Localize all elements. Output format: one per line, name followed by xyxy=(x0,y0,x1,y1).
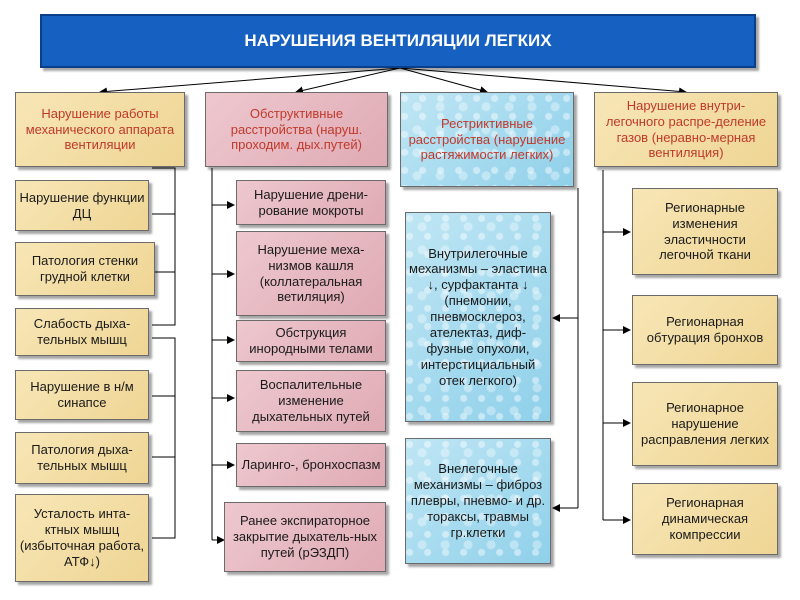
col2-item-2: Нарушение меха-низмов кашля (коллатераль… xyxy=(236,231,386,316)
col4-item-4: Регионарная динамическая компрессии xyxy=(632,483,778,555)
col4-item-1: Регионарные изменения эластичности легоч… xyxy=(632,188,778,275)
col2-item-5: Ларинго-, бронхоспазм xyxy=(236,443,386,487)
col2-header: Обструктивные расстройства (наруш. прохо… xyxy=(205,92,388,167)
col4-item-2: Регионарная обтурация бронхов xyxy=(632,295,778,365)
col2-item-3: Обструкция инородными телами xyxy=(236,320,386,362)
arrow-title-col3 xyxy=(399,67,488,94)
arrow-title-col2 xyxy=(295,67,401,95)
col3-header: Рестриктивные расстройства (нарушение ра… xyxy=(400,92,574,187)
col1-item-3: Слабость дыха-тельных мышц xyxy=(15,308,149,356)
diagram-title: НАРУШЕНИЯ ВЕНТИЛЯЦИИ ЛЕГКИХ xyxy=(244,31,552,50)
col1-item-2: Патология стенки грудной клетки xyxy=(15,242,155,296)
col1-item-5: Патология дыха-тельных мышц xyxy=(15,432,149,484)
col1-header: Нарушение работы механического аппарата … xyxy=(15,92,185,167)
col2-item-1: Нарушение дрени-рование мокроты xyxy=(236,180,386,225)
col4-item-3: Регионарное нарушение расправления легки… xyxy=(632,382,778,466)
arrow-title-col4 xyxy=(399,67,687,96)
col1-bracket-top xyxy=(152,167,176,326)
col2-item-6: Ранее экспираторное закрытие дыхатель-ны… xyxy=(224,502,386,572)
col3-item-2: Внелегочные механизмы – фиброз плевры, п… xyxy=(405,438,551,564)
diagram-title-box: НАРУШЕНИЯ ВЕНТИЛЯЦИИ ЛЕГКИХ xyxy=(40,14,756,68)
col3-item-1: Внутрилегочные механизмы – эластина ↓, с… xyxy=(405,212,551,422)
col1-bracket-bottom xyxy=(152,337,176,539)
col1-item-4: Нарушение в н/м синапсе xyxy=(15,370,149,420)
col4-header: Нарушение внутри-легочного распре-делени… xyxy=(594,92,778,167)
col1-item-6: Усталость инта-ктных мышц (избыточная ра… xyxy=(15,494,149,582)
arrow-title-col1 xyxy=(99,67,401,96)
col1-item-1: Нарушение функции ДЦ xyxy=(15,180,149,231)
col2-item-4: Воспалительные изменение дыхательных пут… xyxy=(236,370,386,432)
